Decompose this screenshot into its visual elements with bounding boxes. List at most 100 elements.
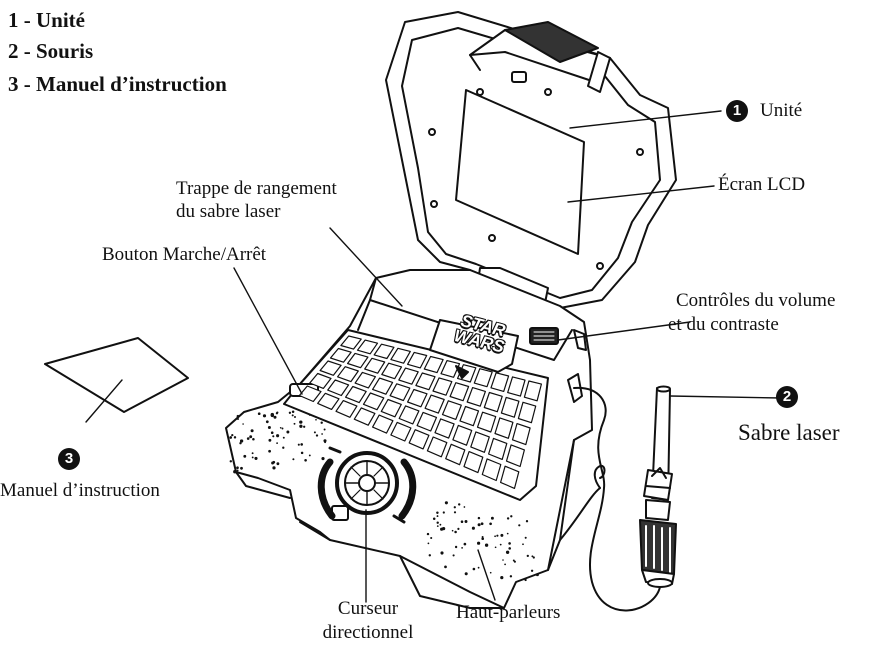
speaker-dot xyxy=(282,446,285,449)
speaker-dot xyxy=(304,459,307,462)
keyboard-key xyxy=(476,411,497,433)
keyboard-key xyxy=(337,366,359,383)
speaker-dot xyxy=(236,466,239,470)
speaker-dot xyxy=(441,526,446,531)
speaker-dot xyxy=(457,503,461,506)
keyboard-key xyxy=(407,351,428,369)
speaker-dot xyxy=(477,516,481,520)
keyboard-key xyxy=(381,362,403,380)
keyboard-key xyxy=(408,429,430,450)
speaker-dot xyxy=(275,412,279,415)
keyboard-key xyxy=(415,372,436,391)
speaker-dot xyxy=(299,420,303,424)
speaker-dot xyxy=(237,418,239,420)
speaker-dot xyxy=(451,529,454,532)
speaker-dot xyxy=(427,542,430,545)
speaker-dot xyxy=(321,433,323,435)
speaker-dot xyxy=(460,520,464,523)
keyboard-key xyxy=(507,376,526,397)
speaker-dot xyxy=(430,536,433,540)
speaker-dot xyxy=(524,578,527,582)
speaker-dot xyxy=(464,520,468,523)
speaker-dot xyxy=(480,522,484,526)
speaker-dot xyxy=(454,530,457,534)
speaker-dot xyxy=(320,421,323,424)
label-power-button: Bouton Marche/Arrêt xyxy=(102,244,267,265)
speaker-dot xyxy=(231,433,234,437)
lcd-window xyxy=(455,89,585,255)
speaker-dot xyxy=(273,415,277,419)
speaker-dot xyxy=(250,429,254,433)
speaker-dot xyxy=(323,428,326,431)
speaker-dot xyxy=(436,515,439,518)
keyboard-key xyxy=(426,436,448,458)
speaker-dot xyxy=(233,436,237,439)
speaker-dot xyxy=(504,563,506,566)
keyboard-key xyxy=(309,372,332,389)
speaker-dot xyxy=(254,456,258,460)
speaker-dot xyxy=(242,423,244,425)
label-controls-line2: et du contraste xyxy=(668,314,779,335)
speaker-dot xyxy=(512,559,515,562)
speaker-dot xyxy=(477,541,481,545)
speaker-dot xyxy=(490,516,494,520)
callout-badge-manual: 3 xyxy=(58,448,80,470)
speaker-dot xyxy=(472,567,476,571)
speaker-dot xyxy=(522,543,524,546)
keyboard-key xyxy=(347,352,369,369)
speaker-dot xyxy=(268,449,271,453)
speaker-dot xyxy=(530,569,534,572)
list-item-3: 3 - Manuel d’instruction xyxy=(8,72,227,96)
list-item-1: 1 - Unité xyxy=(8,8,85,32)
speaker-dot xyxy=(481,537,484,540)
keyboard-key xyxy=(364,357,386,374)
keyboard-key xyxy=(398,367,419,385)
keyboard-key xyxy=(390,347,411,364)
speaker-dot xyxy=(508,547,511,550)
speaker-dot xyxy=(518,524,521,527)
speaker-dot xyxy=(453,511,457,514)
label-mouse: Sabre laser xyxy=(738,420,840,445)
speaker-dot xyxy=(444,501,448,505)
keyboard-key xyxy=(345,385,367,404)
speaker-dot xyxy=(428,554,431,557)
keyboard-key xyxy=(445,443,466,466)
speaker-dot xyxy=(272,466,276,470)
keyboard-key xyxy=(335,400,358,418)
speaker-dot xyxy=(500,533,504,537)
speaker-dot xyxy=(509,575,513,578)
speaker-dot xyxy=(292,458,295,461)
speaker-dot xyxy=(251,452,254,455)
speaker-dot xyxy=(510,515,513,518)
speaker-dot xyxy=(494,535,496,538)
speaker-dot xyxy=(300,443,304,446)
speaker-dot xyxy=(291,414,294,417)
speaker-dot xyxy=(444,565,447,569)
speaker-dot xyxy=(463,542,467,546)
speaker-dot xyxy=(535,573,539,577)
label-cursor-line1: Curseur xyxy=(337,598,399,619)
speaker-dot xyxy=(272,435,275,438)
speaker-dot xyxy=(246,437,250,440)
speaker-dot xyxy=(239,442,242,445)
speaker-dot xyxy=(531,555,534,558)
label-cursor-line2: directionnel xyxy=(322,622,414,643)
callout-badge-mouse: 2 xyxy=(776,386,798,408)
speaker-dot xyxy=(489,571,492,574)
keyboard-key xyxy=(440,360,461,378)
speaker-dot xyxy=(506,532,509,535)
keyboard-key xyxy=(490,372,510,392)
list-item-2: 2 - Souris xyxy=(8,39,94,63)
speaker-dot xyxy=(506,517,510,520)
speaker-dot xyxy=(457,527,460,530)
speaker-dot xyxy=(502,559,504,561)
speaker-dot xyxy=(268,438,272,442)
speaker-dot xyxy=(315,434,319,437)
speaker-dot xyxy=(471,526,475,530)
keyboard-key xyxy=(390,421,412,442)
speaker-dot xyxy=(276,434,280,438)
laptop-base xyxy=(225,269,593,609)
speaker-dot xyxy=(426,532,430,536)
